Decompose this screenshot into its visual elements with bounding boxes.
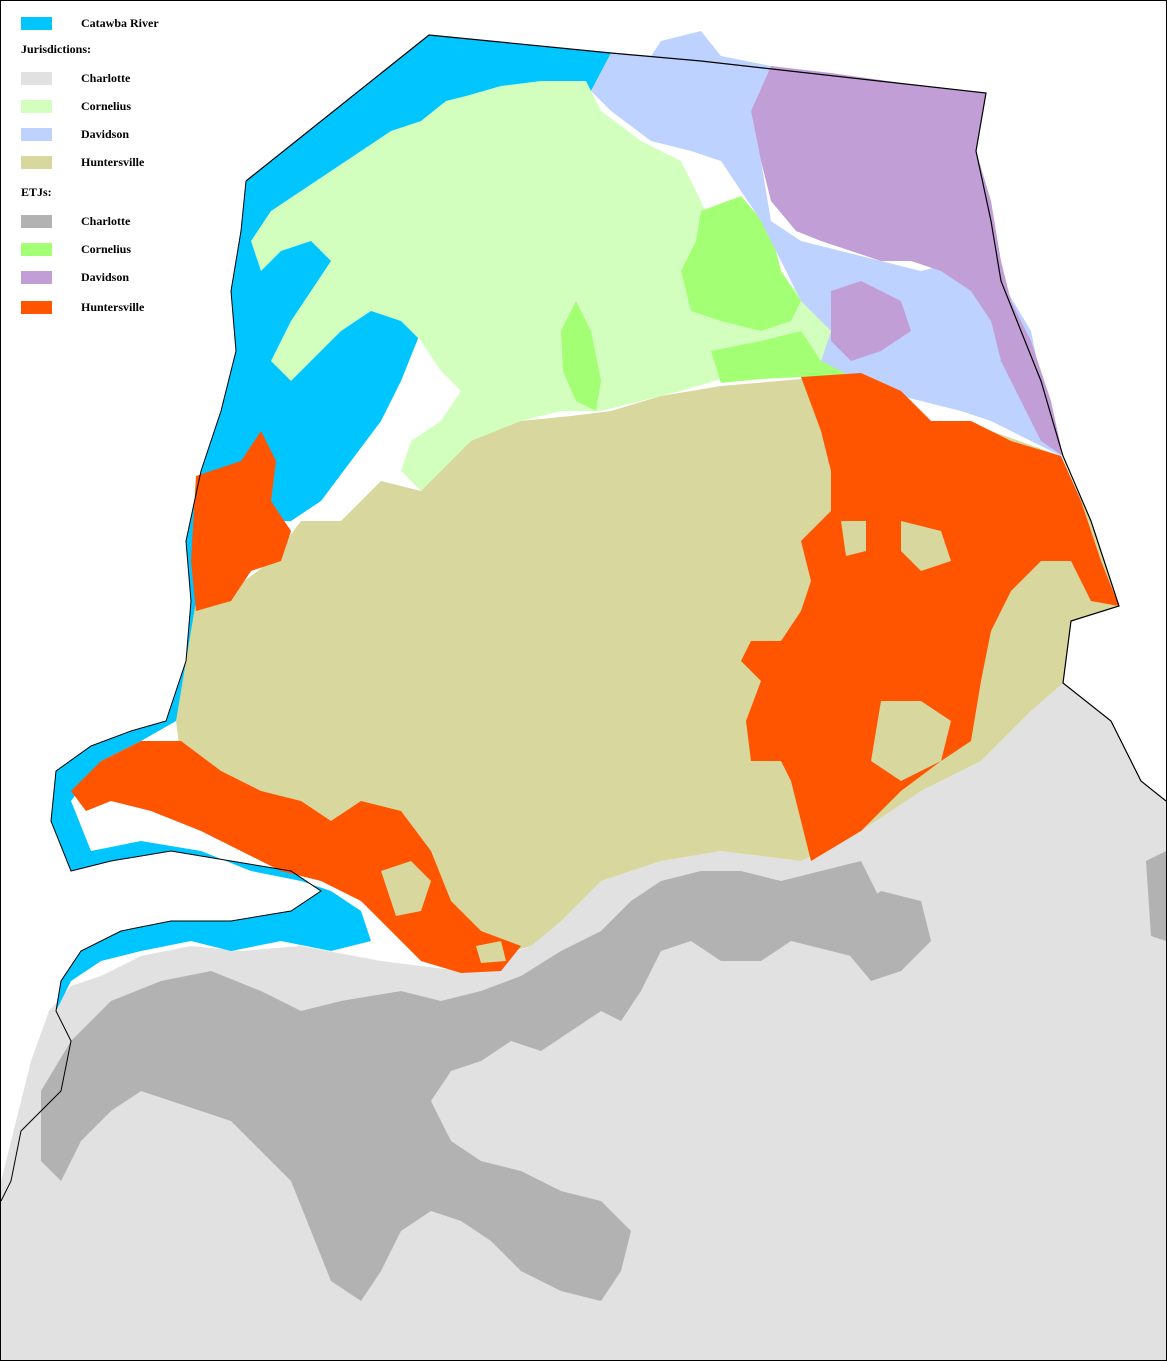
huntersville-jurisdiction-island-1 — [871, 701, 951, 781]
huntersville-jurisdiction-island-3 — [381, 861, 431, 916]
cornelius-etj-area-south — [711, 331, 861, 383]
cornelius-etj-area-north — [681, 196, 801, 331]
legend-label-etj-cornelius: Cornelius — [81, 242, 132, 256]
legend-heading-jurisdictions: Jurisdictions: — [21, 42, 92, 56]
legend-label-jurisdiction-charlotte: Charlotte — [81, 71, 131, 85]
huntersville-etj-area-southwest — [71, 741, 521, 973]
charlotte-etj-area-east — [846, 891, 931, 981]
legend-label-etj-davidson: Davidson — [81, 270, 130, 284]
legend-swatch-jurisdiction-huntersville — [21, 156, 52, 169]
legend-label-catawba-river: Catawba River — [81, 16, 159, 30]
huntersville-jurisdiction-island-5 — [476, 941, 506, 963]
legend-swatch-etj-davidson — [21, 271, 52, 284]
cornelius-etj-area-strip — [561, 301, 601, 411]
huntersville-jurisdiction-island-4 — [841, 521, 866, 556]
legend-label-jurisdiction-davidson: Davidson — [81, 127, 130, 141]
legend-swatch-jurisdiction-charlotte — [21, 72, 52, 85]
charlotte-etj-area — [41, 861, 901, 1301]
legend-label-etj-huntersville: Huntersville — [81, 300, 145, 314]
legend-swatch-etj-huntersville — [21, 301, 52, 314]
legend-swatch-etj-charlotte — [21, 215, 52, 228]
county-boundary-line — [245, 34, 1166, 802]
cornelius-jurisdiction-area — [251, 81, 841, 491]
legend-swatch-jurisdiction-cornelius — [21, 100, 52, 113]
huntersville-etj-area-west — [191, 431, 291, 611]
legend-label-jurisdiction-cornelius: Cornelius — [81, 99, 132, 113]
legend-label-jurisdiction-huntersville: Huntersville — [81, 155, 145, 169]
davidson-etj-area-south — [831, 281, 911, 361]
davidson-jurisdiction-area — [591, 31, 1061, 456]
legend-heading-etjs: ETJs: — [21, 185, 52, 199]
legend-swatch-jurisdiction-davidson — [21, 128, 52, 141]
charlotte-etj-area-far-east — [1146, 851, 1166, 941]
davidson-etj-area — [751, 66, 1063, 456]
huntersville-etj-area-east — [741, 373, 1119, 861]
west-boundary-line — [1, 180, 322, 1202]
legend-swatch-catawba-river — [21, 17, 52, 30]
huntersville-jurisdiction-island-2 — [901, 521, 951, 571]
legend-label-etj-charlotte: Charlotte — [81, 214, 131, 228]
legend-swatch-etj-cornelius — [21, 243, 52, 256]
